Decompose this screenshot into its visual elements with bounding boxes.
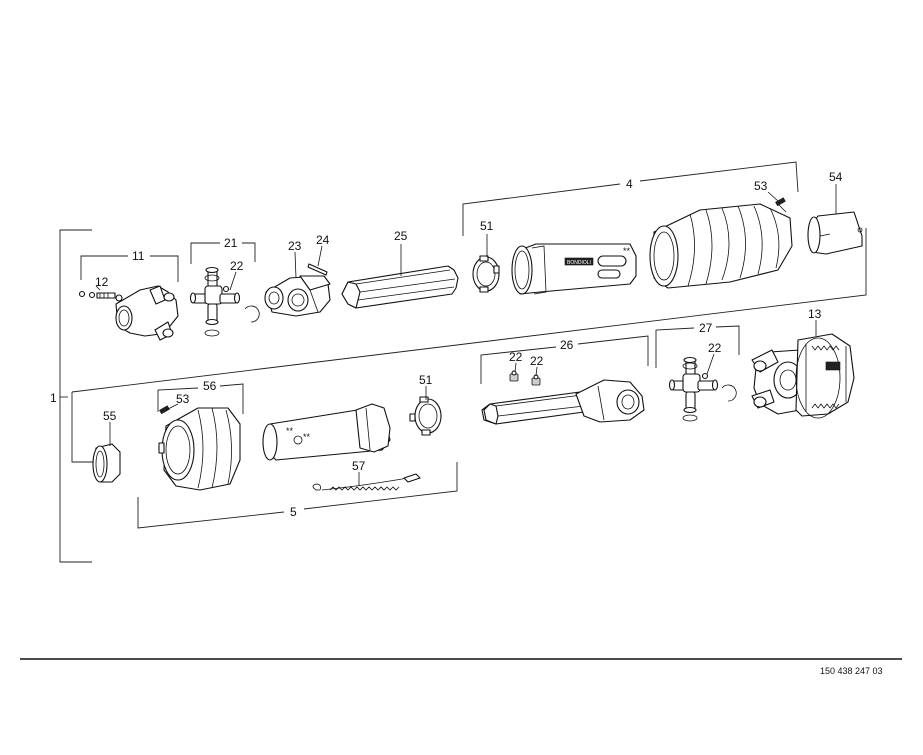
- bracket-21-right: [242, 242, 256, 262]
- callout-57: 57: [352, 459, 366, 473]
- stars-inner-1: **: [286, 426, 294, 436]
- circlip-a-part: [244, 305, 260, 323]
- callout-12: 12: [95, 275, 109, 289]
- leader-22c: [535, 366, 538, 377]
- bracket-26-right: [577, 335, 649, 366]
- profile-tube-inner-part: [481, 379, 645, 425]
- clutch-part: [751, 333, 855, 419]
- leader-22b: [514, 362, 517, 373]
- callout-1: 1: [50, 391, 57, 405]
- bracket-5: [137, 497, 285, 529]
- bracket-21: [190, 242, 220, 264]
- bracket-27: [655, 327, 695, 368]
- callout-26: 26: [560, 338, 574, 352]
- leader-22a: [229, 271, 237, 291]
- callout-25: 25: [394, 229, 408, 243]
- callout-11: 11: [132, 249, 145, 263]
- bracket-5-right: [303, 462, 458, 510]
- bracket-55: [71, 392, 93, 463]
- document-number: 150 438 247 03: [820, 666, 883, 676]
- cross-kit-a-part: [189, 266, 241, 337]
- bracket-56: [157, 387, 199, 412]
- brand-plate-text: BONDIOLI: [567, 260, 591, 266]
- bracket-26: [480, 346, 557, 384]
- bracket-1: [59, 229, 92, 563]
- shield-cone-inner-part: [158, 407, 241, 491]
- callout-24: 24: [316, 233, 330, 247]
- callout-21: 21: [224, 236, 238, 250]
- screw-a-part: [775, 197, 787, 213]
- separator-line: [71, 228, 867, 393]
- callout-4: 4: [626, 177, 633, 191]
- roll-pin-part: [307, 263, 328, 276]
- bolt-part: [78, 290, 123, 302]
- shield-tube-inner-part: ** **: [262, 403, 391, 461]
- callout-51a: 51: [480, 219, 494, 233]
- leader-53a: [767, 191, 779, 202]
- yoke-part: [115, 285, 179, 341]
- bellows-outer-part: [649, 203, 793, 289]
- profile-tube-outer-part: [341, 265, 459, 309]
- callout-22c: 22: [530, 354, 544, 368]
- leader-23: [294, 251, 297, 279]
- bracket-11: [80, 255, 128, 280]
- circlip-b-part: [721, 384, 737, 402]
- callout-51b: 51: [419, 373, 433, 387]
- stars-inner-2: **: [303, 432, 311, 442]
- callout-56: 56: [203, 379, 217, 393]
- tube-yoke-part: [264, 275, 331, 317]
- screw-b-part: [159, 405, 170, 415]
- leader-53b: [165, 403, 179, 411]
- shield-tube-outer-part: BONDIOLI **: [511, 243, 637, 295]
- leader-22d: [706, 353, 715, 375]
- callout-53b: 53: [176, 392, 190, 406]
- bearing-ring-b-part: [409, 396, 442, 436]
- callout-53a: 53: [754, 179, 768, 193]
- callout-13: 13: [808, 307, 822, 321]
- bracket-4: [462, 183, 621, 236]
- callout-22d: 22: [708, 341, 722, 355]
- cross-kit-b-part: [668, 356, 719, 422]
- callout-22b: 22: [509, 350, 523, 364]
- callout-22a: 22: [230, 259, 244, 273]
- callout-55: 55: [103, 409, 117, 423]
- callout-27: 27: [699, 321, 713, 335]
- bracket-56-right: [219, 383, 244, 414]
- leader-24: [317, 245, 323, 267]
- shield-cone-outer-part: [807, 211, 863, 255]
- stars-outer: **: [623, 246, 631, 256]
- callout-23: 23: [288, 239, 302, 253]
- chain-part: [312, 473, 421, 491]
- bracket-27-right: [715, 325, 740, 355]
- grease-nipple-b-part: [509, 370, 519, 382]
- bearing-cup-part: [92, 443, 121, 483]
- leader-12: [95, 285, 101, 291]
- grease-nipple-c-part: [531, 374, 541, 386]
- callout-5: 5: [290, 505, 297, 519]
- bearing-ring-a-part: [472, 255, 500, 293]
- bracket-11-right: [150, 255, 179, 282]
- bracket-4-right: [639, 161, 799, 193]
- callout-54: 54: [829, 170, 843, 184]
